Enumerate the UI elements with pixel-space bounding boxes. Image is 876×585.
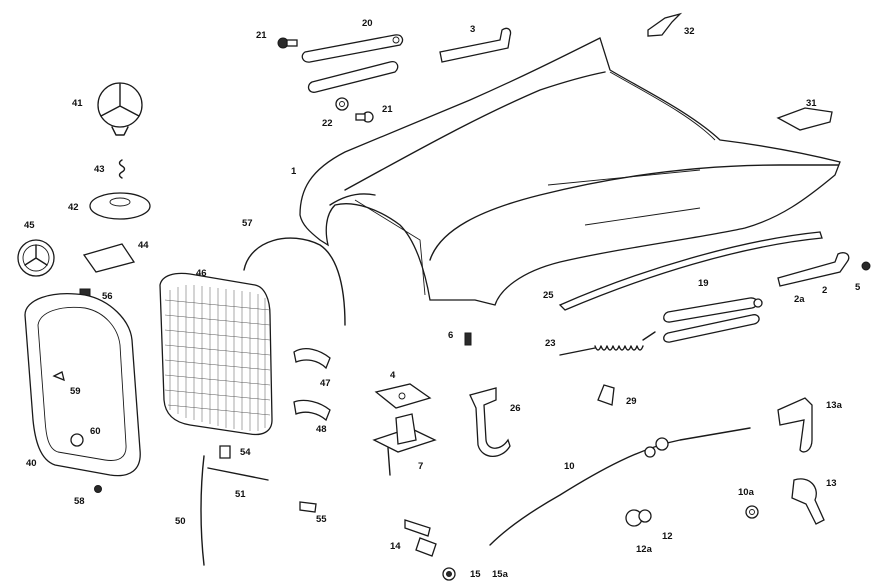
hood-spring: [559, 331, 656, 356]
hood-bracket-right: [777, 252, 850, 287]
label-60: 60: [90, 426, 101, 437]
screw-55: [299, 501, 317, 513]
mercedes-star-ornament: [97, 82, 143, 136]
label-2a: 2a: [794, 294, 805, 305]
hinge-arms: [663, 297, 763, 343]
grille-badge: [17, 239, 55, 277]
label-13: 13: [826, 478, 837, 489]
label-12a: 12a: [636, 544, 653, 555]
label-59: 59: [70, 386, 81, 397]
label-20: 20: [362, 18, 373, 29]
ornament-base: [89, 192, 151, 220]
label-5: 5: [855, 282, 861, 293]
bracket-32: [647, 12, 683, 37]
hood-bracket-left: [439, 27, 512, 63]
clip-48: [293, 399, 331, 422]
label-46: 46: [196, 268, 207, 279]
label-3: 3: [470, 24, 475, 35]
label-4: 4: [390, 370, 396, 381]
clip-54: [219, 445, 231, 459]
bracket-31: [776, 107, 833, 131]
rod-50: [200, 455, 205, 566]
label-2: 2: [822, 285, 827, 296]
label-47: 47: [320, 378, 331, 389]
label-32: 32: [684, 26, 695, 37]
label-48: 48: [316, 424, 327, 435]
nut: [861, 261, 871, 271]
label-43: 43: [94, 164, 105, 175]
rubber-block: [597, 384, 615, 406]
rod-51: [207, 467, 269, 481]
hood-trim-strip: [558, 231, 823, 311]
grommet-15: [442, 567, 456, 581]
release-handle-13a: [777, 397, 813, 453]
bolt-upper: [277, 37, 298, 49]
label-44: 44: [138, 240, 149, 251]
label-25: 25: [543, 290, 554, 301]
ornament-gasket: [82, 243, 136, 273]
label-51: 51: [235, 489, 246, 500]
release-handle-13: [791, 478, 825, 525]
radiator-grille: [159, 272, 273, 436]
label-40: 40: [26, 458, 37, 469]
label-21-upper: 21: [256, 30, 267, 41]
grille-surround: [24, 293, 141, 477]
label-26: 26: [510, 403, 521, 414]
label-21-lower: 21: [382, 104, 393, 115]
latch-plate: [374, 383, 432, 409]
label-15: 15: [470, 569, 481, 580]
label-41: 41: [72, 98, 83, 109]
label-10: 10: [564, 461, 575, 472]
label-10a: 10a: [738, 487, 755, 498]
part-labels: 1 2 2a 3 4 5 6 7 10 10a 12 12a 13 13a 14…: [24, 18, 861, 580]
label-57: 57: [242, 218, 253, 229]
screw-6: [464, 332, 472, 346]
label-1: 1: [291, 166, 297, 177]
ornament-spring: [118, 159, 126, 179]
label-7: 7: [418, 461, 423, 472]
label-50: 50: [175, 516, 186, 527]
label-58: 58: [74, 496, 85, 507]
label-6: 6: [448, 330, 453, 341]
label-19: 19: [698, 278, 709, 289]
arch-trim: [243, 237, 346, 326]
release-lever: [469, 387, 511, 458]
release-cable: [489, 427, 751, 546]
label-12: 12: [662, 531, 673, 542]
label-56: 56: [102, 291, 113, 302]
label-54: 54: [240, 447, 251, 458]
bolt-lower: [355, 111, 374, 123]
label-42: 42: [68, 202, 79, 213]
knob-12: [625, 509, 652, 527]
label-14: 14: [390, 541, 401, 552]
screw-58: [94, 485, 102, 493]
hood-latch: [372, 413, 437, 476]
label-45: 45: [24, 220, 35, 231]
clip-47: [293, 348, 331, 370]
hood-hinge-link: [301, 34, 404, 93]
cable-end-14: [404, 519, 437, 557]
washer: [335, 97, 349, 111]
hood: [299, 37, 841, 306]
label-22: 22: [322, 118, 333, 129]
label-23: 23: [545, 338, 556, 349]
label-55: 55: [316, 514, 327, 525]
label-13a: 13a: [826, 400, 843, 411]
label-31: 31: [806, 98, 817, 109]
label-15a: 15a: [492, 569, 509, 580]
label-29: 29: [626, 396, 637, 407]
grommet-10a: [745, 505, 759, 519]
